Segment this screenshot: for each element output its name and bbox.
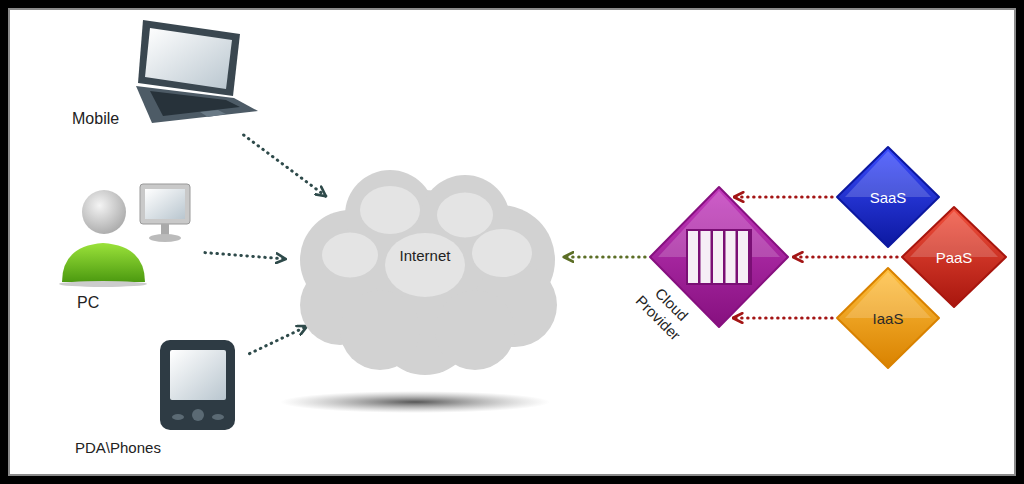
- monitor: [140, 184, 190, 224]
- user-shadow: [59, 281, 147, 287]
- device-node: Mobile: [62, 15, 260, 132]
- dotted-arrow: [564, 256, 645, 259]
- provider-diamond: Cloud Provider: [648, 185, 790, 329]
- cloud-highlight: [385, 233, 465, 297]
- device-node: PDA\Phones: [70, 335, 245, 460]
- service-diamond: IaaS: [835, 266, 941, 370]
- laptop-base: [136, 86, 258, 123]
- dotted-arrow: [250, 326, 308, 353]
- node-label: Internet: [400, 247, 451, 264]
- user-body: [62, 243, 145, 282]
- diamond-shape: [837, 147, 939, 247]
- node-label: PaaS: [936, 249, 973, 266]
- node-label: PC: [77, 294, 99, 312]
- pda-icon: [160, 340, 235, 430]
- dotted-arrow: [733, 317, 832, 320]
- cloud-puff: [340, 290, 420, 370]
- node-label: Mobile: [72, 110, 119, 128]
- internet-cloud: Internet: [280, 165, 570, 375]
- node-label: IaaS: [873, 310, 904, 327]
- server-blade: [713, 231, 723, 283]
- diamond-shape: [902, 207, 1006, 307]
- user-head: [82, 190, 126, 234]
- device-node: PC: [55, 178, 200, 315]
- node-label: PDA\Phones: [75, 439, 161, 456]
- dotted-arrow: [734, 196, 832, 199]
- server-blade: [726, 231, 736, 283]
- internet-cloud-outline: [280, 165, 570, 375]
- monitor-screen: [145, 189, 185, 219]
- pda-button: [212, 414, 224, 420]
- service-diamond: PaaS: [900, 205, 1008, 309]
- server-blade: [701, 231, 711, 283]
- node-label: SaaS: [870, 189, 907, 206]
- service-diamond: SaaS: [835, 145, 941, 249]
- laptop-icon: [136, 20, 258, 123]
- server-blade: [688, 231, 698, 283]
- server-blade: [738, 231, 748, 283]
- pda-screen: [170, 350, 226, 400]
- dotted-arrow: [244, 135, 326, 196]
- monitor-base: [149, 234, 181, 242]
- diamond-shape: [837, 268, 939, 368]
- cloud-highlight: [472, 229, 532, 277]
- cloud-shadow: [280, 391, 550, 413]
- laptop-lid: [138, 20, 240, 96]
- server-frame: [686, 229, 752, 285]
- cloud-highlight: [322, 233, 378, 278]
- cloud-highlight: [360, 186, 420, 234]
- dotted-arrow: [205, 253, 286, 259]
- laptop-touchpad: [200, 110, 226, 117]
- dotted-arrow: [793, 256, 897, 259]
- laptop-keyboard: [150, 91, 240, 116]
- pda-button: [172, 414, 184, 420]
- pda-body: [160, 340, 235, 430]
- laptop-screen: [145, 28, 232, 89]
- cloud-highlight: [437, 193, 493, 238]
- cloud-puff: [435, 290, 515, 370]
- pda-button: [192, 409, 204, 421]
- pc-icon: [59, 184, 190, 287]
- panel: [9, 9, 1015, 475]
